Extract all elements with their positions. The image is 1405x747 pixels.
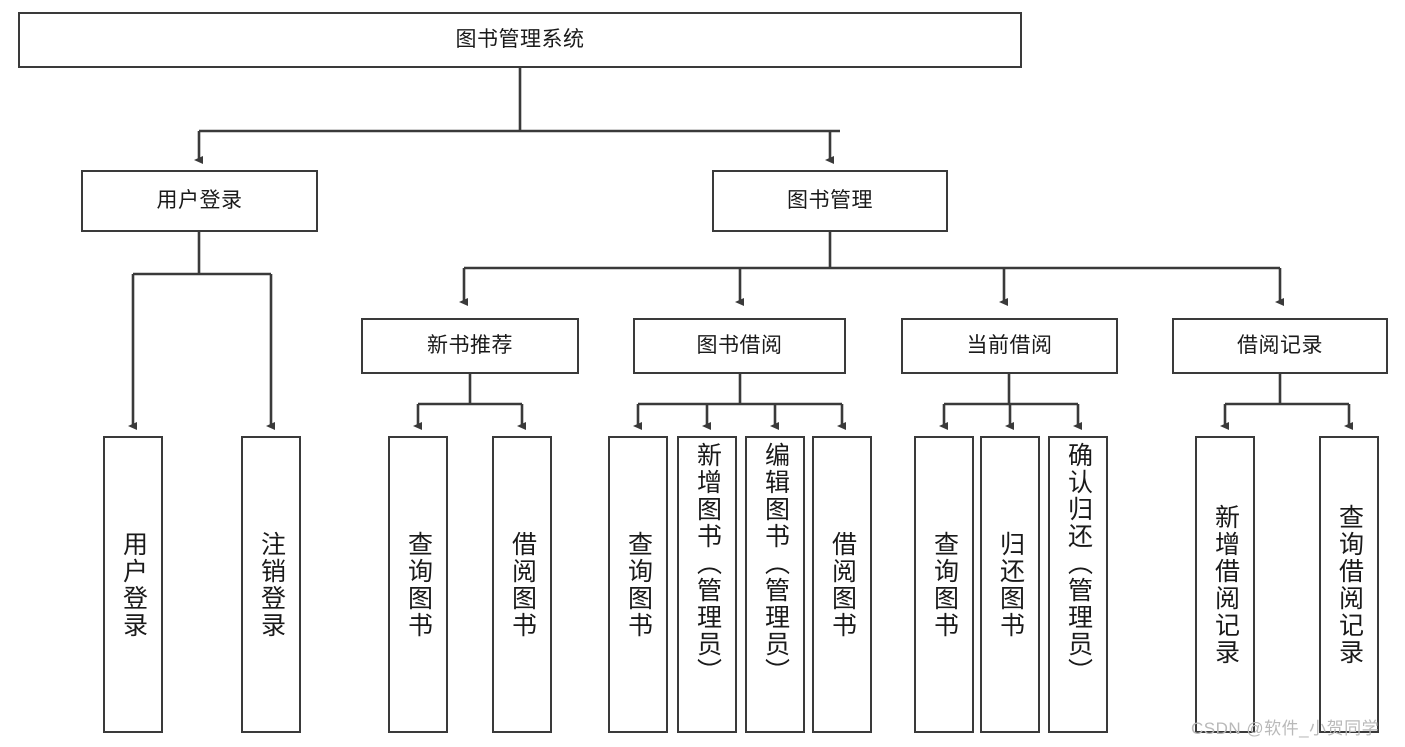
leaf-query-book-3-label: 查询图书 [930,530,959,639]
leaf-query-book-2-label: 查询图书 [624,530,653,639]
leaf-confirm-return[interactable]: 确认归还（管理员） [1048,436,1108,733]
leaf-query-book-1-label: 查询图书 [404,530,433,639]
node-book-borrow-label: 图书借阅 [696,333,783,357]
leaf-query-record-label: 查询借阅记录 [1335,503,1364,666]
node-book-borrow[interactable]: 图书借阅 [633,318,846,374]
leaf-add-book[interactable]: 新增图书（管理员） [677,436,737,733]
leaf-return-book[interactable]: 归还图书 [980,436,1040,733]
leaf-borrow-book-2-label: 借阅图书 [828,530,857,639]
leaf-add-record-label: 新增借阅记录 [1211,503,1240,666]
leaf-query-book-1[interactable]: 查询图书 [388,436,448,733]
node-user-login[interactable]: 用户登录 [81,170,318,232]
leaf-borrow-book-2[interactable]: 借阅图书 [812,436,872,733]
leaf-confirm-return-label: 确认归还（管理员） [1064,442,1093,685]
node-root[interactable]: 图书管理系统 [18,12,1022,68]
leaf-query-record[interactable]: 查询借阅记录 [1319,436,1379,733]
node-user-login-label: 用户登录 [156,188,243,212]
leaf-user-logout[interactable]: 注销登录 [241,436,301,733]
leaf-query-book-3[interactable]: 查询图书 [914,436,974,733]
node-book-manage[interactable]: 图书管理 [712,170,948,232]
node-borrow-record-label: 借阅记录 [1237,333,1323,357]
leaf-edit-book-label: 编辑图书（管理员） [761,442,790,685]
leaf-user-logout-label: 注销登录 [257,530,286,639]
leaf-return-book-label: 归还图书 [996,530,1025,639]
leaf-borrow-book-1-label: 借阅图书 [508,530,537,639]
leaf-add-record[interactable]: 新增借阅记录 [1195,436,1255,733]
leaf-query-book-2[interactable]: 查询图书 [608,436,668,733]
node-current-borrow-label: 当前借阅 [966,333,1053,357]
node-root-label: 图书管理系统 [455,27,585,51]
csdn-watermark: CSDN @软件_小贺同学 [1191,719,1380,738]
leaf-user-login-label: 用户登录 [119,530,148,639]
node-book-manage-label: 图书管理 [787,188,873,212]
node-current-borrow[interactable]: 当前借阅 [901,318,1118,374]
node-new-book-recommend-label: 新书推荐 [427,333,513,357]
leaf-add-book-label: 新增图书（管理员） [693,442,722,685]
leaf-user-login[interactable]: 用户登录 [103,436,163,733]
leaf-borrow-book-1[interactable]: 借阅图书 [492,436,552,733]
leaf-edit-book[interactable]: 编辑图书（管理员） [745,436,805,733]
node-borrow-record[interactable]: 借阅记录 [1172,318,1388,374]
node-new-book-recommend[interactable]: 新书推荐 [361,318,579,374]
